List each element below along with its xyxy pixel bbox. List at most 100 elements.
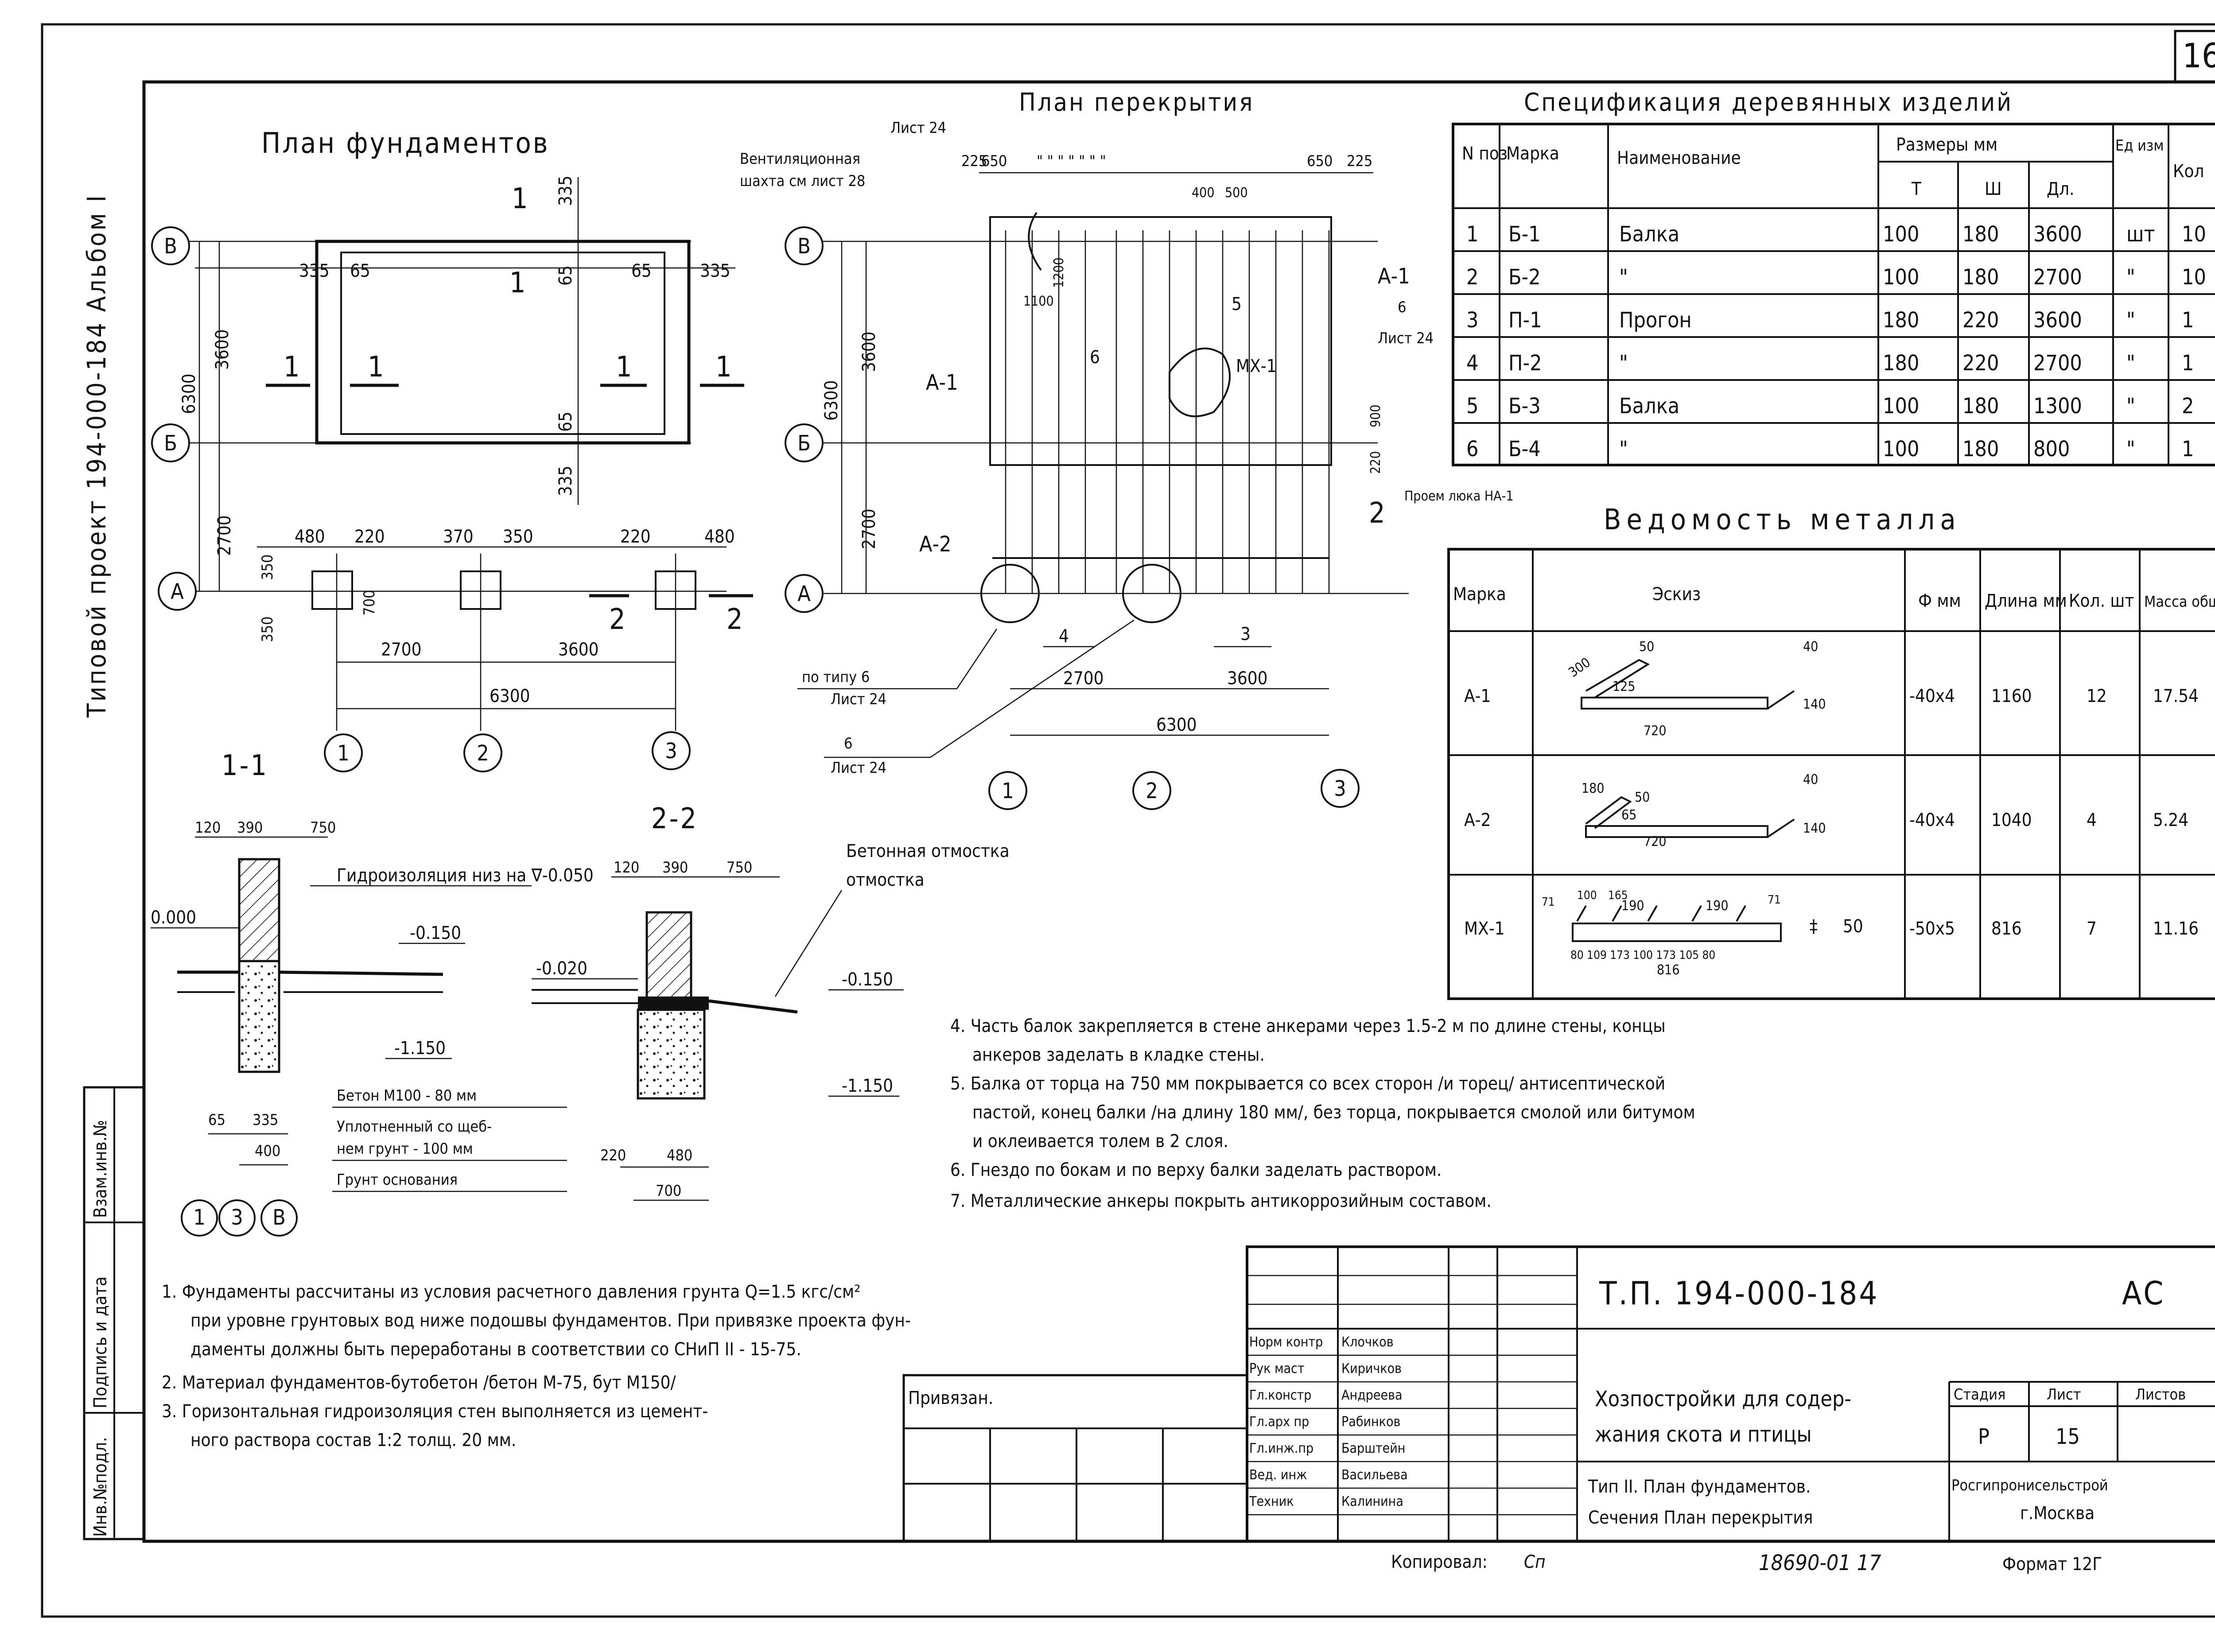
spec-cell: " bbox=[2126, 351, 2135, 376]
notes-left: 1. Фундаменты рассчитаны из условия расч… bbox=[162, 1282, 911, 1450]
section-2-2: 2-2 120 390 750 -0.020 -0.150 -1.150 Бет… bbox=[532, 803, 1010, 1201]
spec-cell: 180 bbox=[1962, 394, 1999, 419]
spec-cell: 10 bbox=[2182, 265, 2206, 290]
svg-text:700: 700 bbox=[656, 1182, 681, 1200]
svg-text:1: 1 bbox=[616, 351, 634, 384]
svg-text:335: 335 bbox=[299, 261, 330, 281]
svg-text:2700: 2700 bbox=[214, 515, 235, 556]
svg-text:А: А bbox=[797, 582, 811, 606]
spec-title: Спецификация деревянных изделий bbox=[1524, 88, 2013, 117]
spec-cell: 4 bbox=[1466, 351, 1478, 376]
metal-cell-mass: 5.24 bbox=[2153, 810, 2188, 830]
svg-text:40: 40 bbox=[1803, 772, 1818, 787]
svg-text:500: 500 bbox=[1225, 185, 1248, 201]
svg-text:1: 1 bbox=[1002, 779, 1014, 803]
person-name: Калинина bbox=[1341, 1494, 1403, 1509]
svg-text:1: 1 bbox=[512, 182, 530, 215]
svg-text:3600: 3600 bbox=[1227, 668, 1268, 689]
svg-text:650: 650 bbox=[981, 152, 1007, 170]
svg-text:65: 65 bbox=[350, 261, 370, 281]
svg-text:Эскиз: Эскиз bbox=[1652, 584, 1701, 605]
svg-text:Стадия: Стадия bbox=[1954, 1386, 2005, 1404]
svg-text:220: 220 bbox=[1368, 451, 1383, 474]
svg-text:‡: ‡ bbox=[1810, 916, 1818, 937]
svg-text:В: В bbox=[797, 234, 811, 259]
vent-note: Вентиляционная bbox=[740, 150, 860, 168]
person-name: Клочков bbox=[1341, 1334, 1394, 1350]
title-block: Привязан. Т.П. 194-000-184 АС Хозпострой… bbox=[902, 1245, 2215, 1575]
role-label: Норм контр bbox=[1249, 1334, 1323, 1350]
svg-text:220: 220 bbox=[620, 527, 651, 547]
svg-text:350: 350 bbox=[259, 617, 276, 642]
svg-text:65: 65 bbox=[208, 1111, 225, 1129]
svg-text:ного раствора состав 1:2 то: ного раствора состав 1:2 толщ. 20 мм. bbox=[190, 1430, 516, 1450]
svg-text:720: 720 bbox=[1644, 723, 1667, 739]
spec-cell: Балка bbox=[1619, 394, 1679, 419]
svg-text:140: 140 bbox=[1803, 821, 1826, 836]
stamp-replace: Взам.инв.№ bbox=[90, 1120, 111, 1218]
spec-cell: 6 bbox=[1466, 437, 1478, 461]
svg-text:2: 2 bbox=[609, 603, 627, 636]
svg-text:6300: 6300 bbox=[490, 686, 530, 706]
metal-cell-qty: 12 bbox=[2087, 686, 2107, 706]
svg-text:Лист 24: Лист 24 bbox=[890, 119, 946, 137]
svg-text:65: 65 bbox=[556, 265, 576, 286]
svg-text:7. Металлические анкеры покрыт: 7. Металлические анкеры покрыть антикорр… bbox=[950, 1191, 1492, 1211]
svg-text:816: 816 bbox=[1657, 962, 1680, 978]
svg-text:220: 220 bbox=[600, 1147, 626, 1164]
svg-text:Формат 12Г: Формат 12Г bbox=[2002, 1554, 2102, 1574]
svg-text:5: 5 bbox=[1232, 294, 1242, 314]
svg-text:1200: 1200 bbox=[1051, 257, 1067, 288]
svg-text:1: 1 bbox=[509, 267, 528, 299]
role-label: Рук маст bbox=[1249, 1361, 1305, 1377]
stamp-sign: Подпись и дата bbox=[90, 1276, 111, 1408]
plan-floor-title: План перекрытия bbox=[1019, 88, 1254, 117]
svg-text:3: 3 bbox=[231, 1205, 243, 1230]
metal-cell-dia: -50х5 bbox=[1909, 919, 1955, 939]
svg-text:Тип II. План фундаментов.: Тип II. План фундаментов. bbox=[1588, 1477, 1811, 1497]
svg-text:225: 225 bbox=[1347, 152, 1372, 170]
spec-cell: 2700 bbox=[2033, 351, 2082, 376]
svg-text:2. Материал фундаментов-бутобе: 2. Материал фундаментов-бутобетон /бетон… bbox=[162, 1373, 676, 1393]
spec-cell: Б-2 bbox=[1508, 265, 1541, 290]
svg-text:350: 350 bbox=[503, 527, 533, 547]
spec-cell: Б-4 bbox=[1508, 437, 1541, 461]
svg-text:нем грунт - 100 мм: нем грунт - 100 мм bbox=[337, 1140, 473, 1158]
svg-text:300: 300 bbox=[1566, 655, 1593, 680]
svg-text:Росгипронисельстрой: Росгипронисельстрой bbox=[1951, 1477, 2108, 1494]
person-name: Рабинков bbox=[1341, 1414, 1400, 1430]
spec-cell: П-2 bbox=[1508, 351, 1542, 376]
person-name: Барштейн bbox=[1341, 1441, 1405, 1456]
svg-text:2700: 2700 bbox=[859, 508, 879, 549]
svg-text:15: 15 bbox=[2056, 1424, 2080, 1449]
spec-cell: 2 bbox=[2182, 394, 2194, 419]
svg-text:400: 400 bbox=[1192, 185, 1215, 201]
svg-text:2: 2 bbox=[727, 603, 745, 636]
plan-foundations-title: План фундаментов bbox=[261, 127, 550, 160]
svg-text:65: 65 bbox=[631, 261, 652, 281]
spec-cell: " bbox=[2126, 394, 2135, 419]
svg-text:-0.020: -0.020 bbox=[536, 958, 587, 979]
sheet-number: 16 bbox=[2183, 36, 2215, 75]
doc-code: Т.П. 194-000-184 bbox=[1599, 1275, 1879, 1312]
svg-text:6300: 6300 bbox=[821, 380, 842, 421]
svg-text:1: 1 bbox=[193, 1205, 205, 1230]
spec-cell: 180 bbox=[1962, 222, 1999, 247]
svg-text:1. Фундаменты рассчитаны из ус: 1. Фундаменты рассчитаны из условия расч… bbox=[162, 1282, 861, 1302]
svg-text:335: 335 bbox=[700, 261, 731, 281]
svg-text:Привязан.: Привязан. bbox=[908, 1388, 993, 1408]
svg-text:125: 125 bbox=[1613, 679, 1636, 694]
svg-text:650: 650 bbox=[1307, 152, 1333, 170]
svg-text:180: 180 bbox=[1582, 781, 1605, 796]
sketch-a1 bbox=[1581, 659, 1795, 710]
svg-text:6300: 6300 bbox=[1156, 715, 1197, 735]
spec-cell: " bbox=[1619, 351, 1628, 376]
svg-text:Сечения План перекрытия: Сечения План перекрытия bbox=[1588, 1508, 1813, 1528]
role-label: Вед. инж bbox=[1249, 1467, 1307, 1483]
svg-text:и оклеивается толем в 2 с: и оклеивается толем в 2 слоя. bbox=[972, 1131, 1228, 1152]
svg-text:-1.150: -1.150 bbox=[394, 1038, 446, 1059]
svg-text:Листов: Листов bbox=[2135, 1386, 2186, 1404]
svg-text:190: 190 bbox=[1706, 898, 1729, 914]
person-name: Андреева bbox=[1341, 1388, 1403, 1403]
